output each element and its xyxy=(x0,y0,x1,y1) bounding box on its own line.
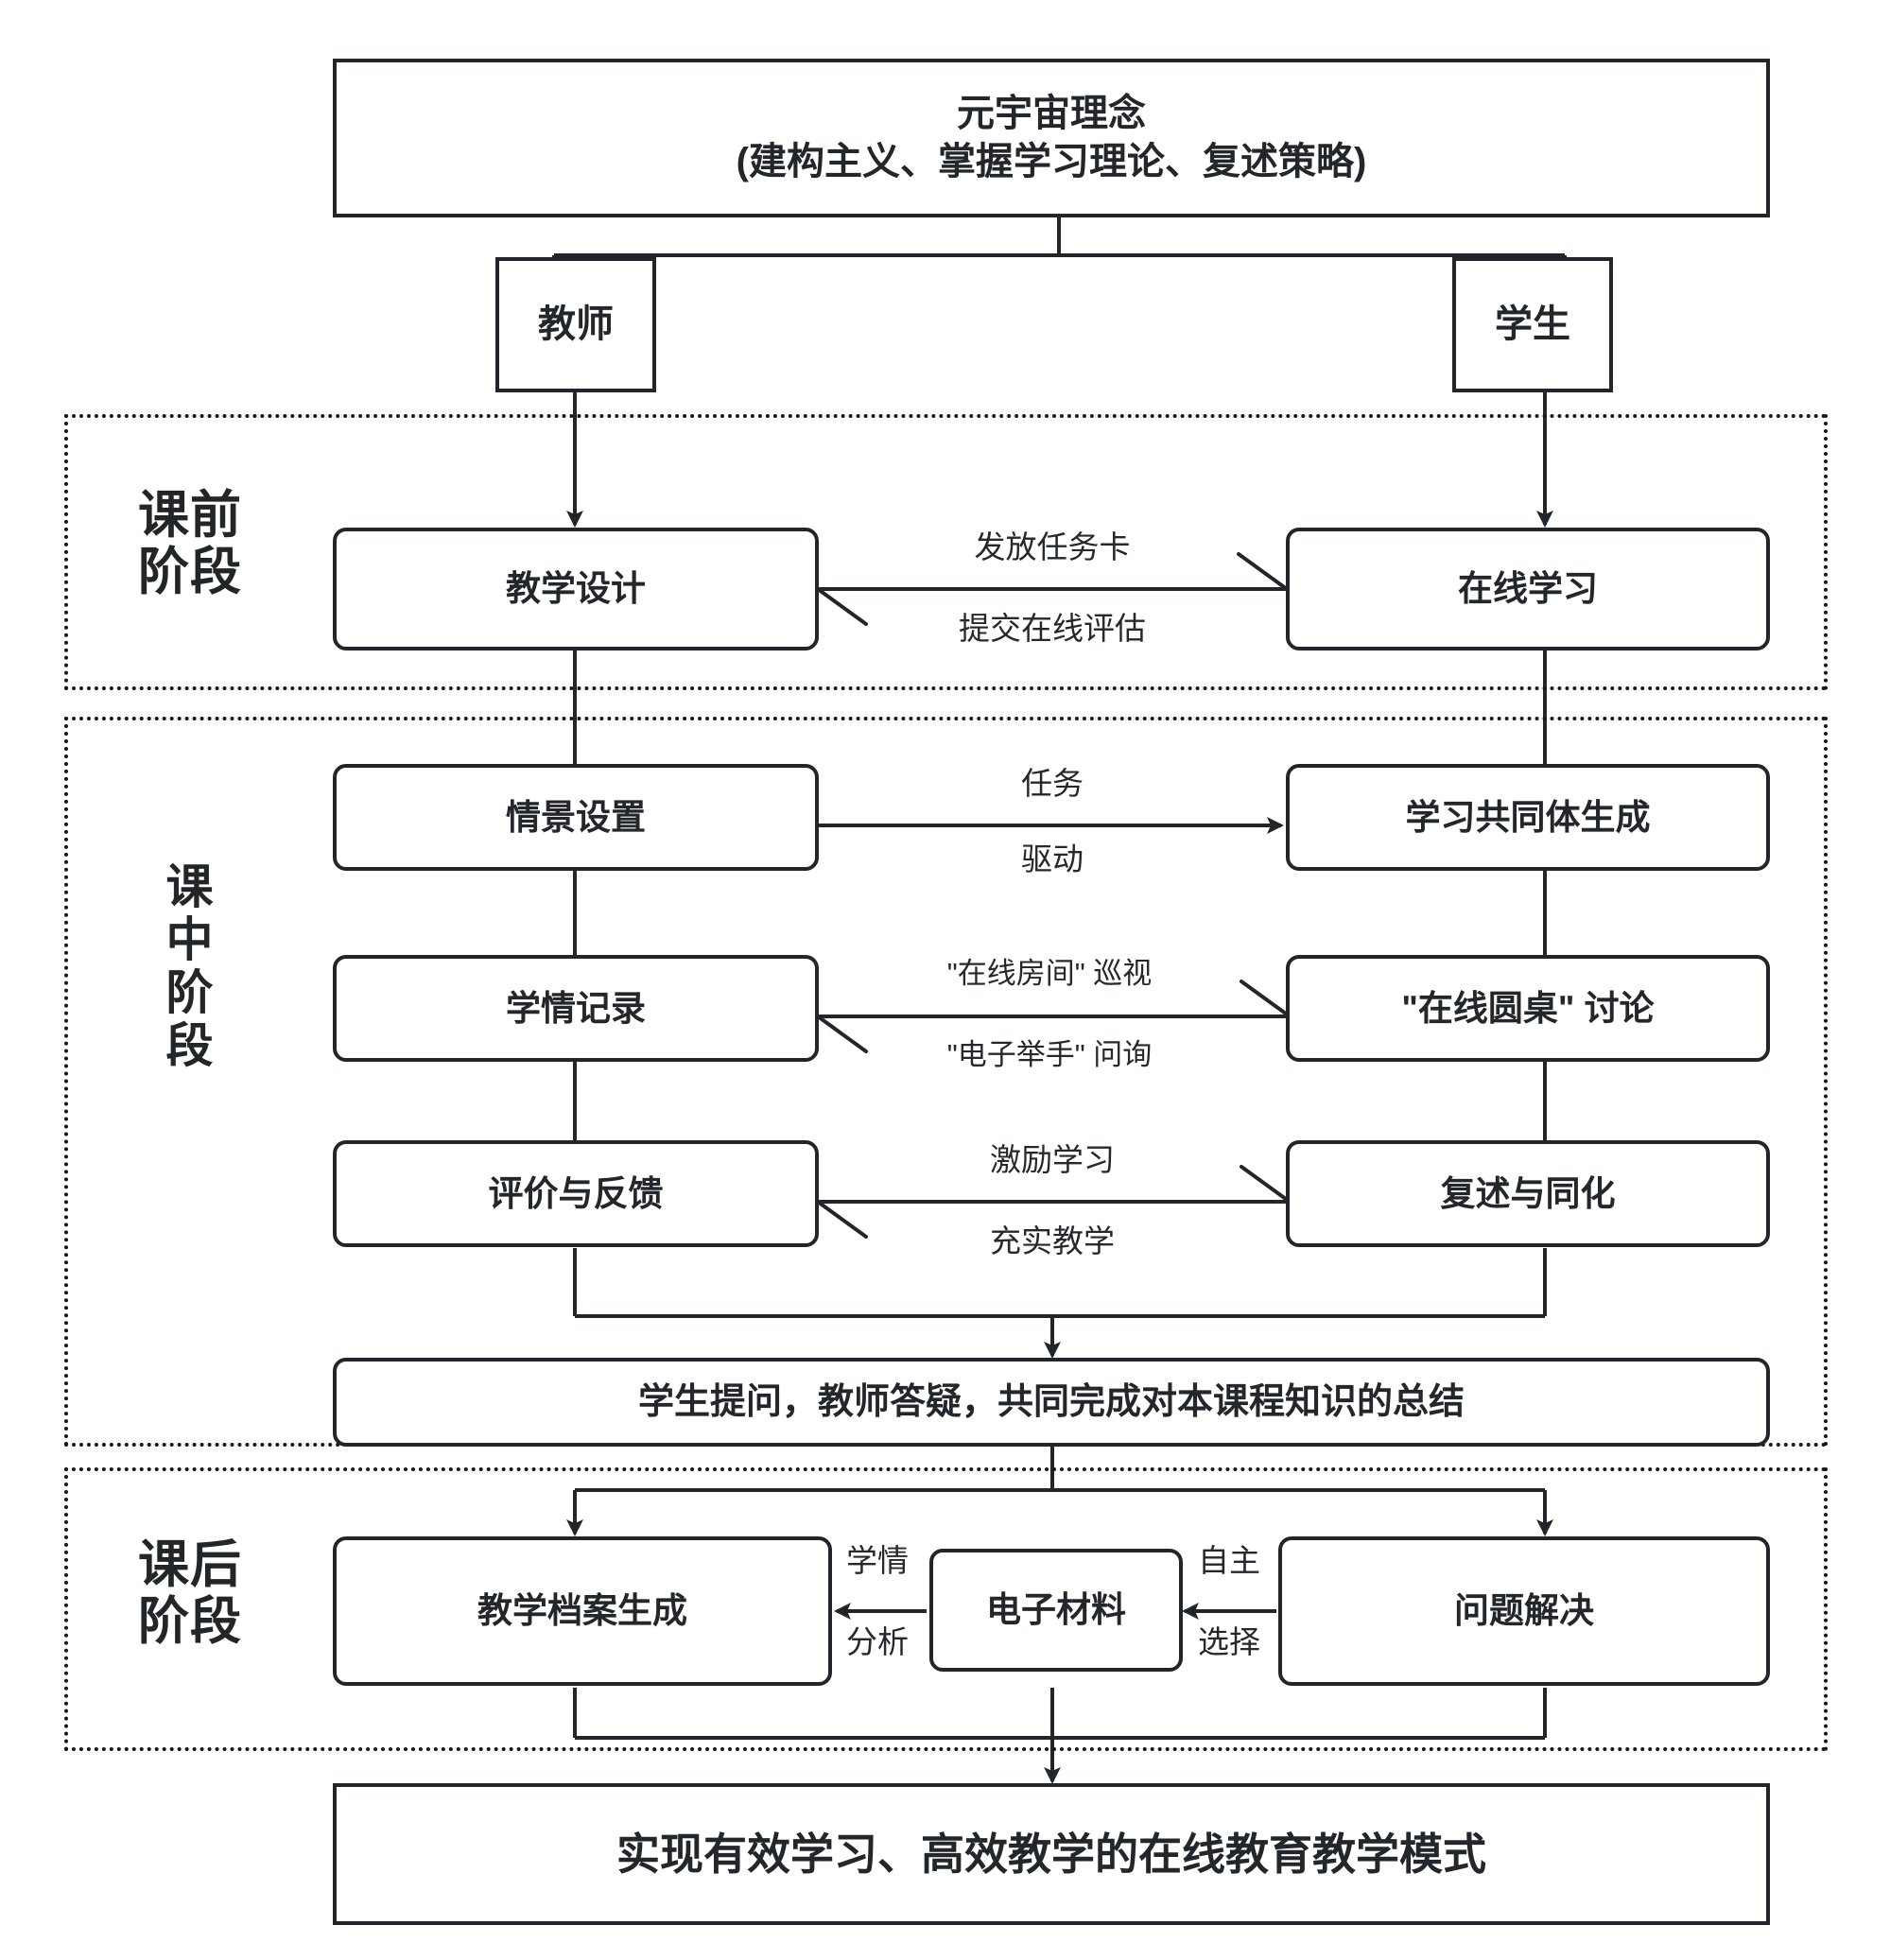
node-evaluation-feedback[interactable]: 评价与反馈 xyxy=(333,1140,819,1247)
edge-label-learning-status: 学情 xyxy=(846,1543,909,1578)
concept-box-text: 元宇宙理念 (建构主义、掌握学习理论、复述策略) xyxy=(337,90,1766,186)
edge-label-task: 任务 xyxy=(1021,766,1084,801)
node-teaching-archive-label: 教学档案生成 xyxy=(477,1591,687,1631)
node-teaching-design-label: 教学设计 xyxy=(506,569,646,609)
actor-student-label: 学生 xyxy=(1495,303,1570,345)
stage-title-post-class: 课后 阶段 xyxy=(91,1536,289,1651)
node-community-generation-label: 学习共同体生成 xyxy=(1405,797,1651,837)
edge-label-electronic-hand-raise-inquiry: "电子举手" 问询 xyxy=(946,1038,1153,1071)
stage-title-pre-class: 课前 阶段 xyxy=(91,487,289,601)
edge-label-motivate-learning: 激励学习 xyxy=(990,1142,1115,1177)
node-scene-setting-label: 情景设置 xyxy=(506,797,646,837)
edge-label-selection: 选择 xyxy=(1198,1624,1260,1659)
node-review-assimilation[interactable]: 复述与同化 xyxy=(1286,1140,1770,1247)
node-final-outcome[interactable]: 实现有效学习、高效教学的在线教育教学模式 xyxy=(333,1783,1770,1925)
node-problem-solving[interactable]: 问题解决 xyxy=(1278,1536,1770,1686)
actor-box-student[interactable]: 学生 xyxy=(1452,257,1613,392)
node-electronic-material-label: 电子材料 xyxy=(986,1590,1126,1630)
stage-title-in-class-line1: 课 xyxy=(165,860,215,913)
node-electronic-material[interactable]: 电子材料 xyxy=(929,1549,1183,1672)
node-online-learning-label: 在线学习 xyxy=(1458,569,1598,609)
edge-label-enrich-teaching: 充实教学 xyxy=(990,1223,1115,1258)
edge-label-online-room-patrol: "在线房间" 巡视 xyxy=(946,957,1153,990)
node-online-roundtable[interactable]: "在线圆桌" 讨论 xyxy=(1286,955,1770,1062)
node-community-generation[interactable]: 学习共同体生成 xyxy=(1286,764,1770,871)
concept-box-line1: 元宇宙理念 xyxy=(957,92,1146,134)
node-final-outcome-label: 实现有效学习、高效教学的在线教育教学模式 xyxy=(616,1829,1486,1879)
edge-label-autonomous: 自主 xyxy=(1198,1543,1260,1578)
stage-title-in-class: 课 中 阶 段 xyxy=(91,860,289,1072)
node-online-learning[interactable]: 在线学习 xyxy=(1286,528,1770,650)
node-summary-label: 学生提问，教师答疑，共同完成对本课程知识的总结 xyxy=(637,1381,1465,1422)
stage-title-post-class-line2: 阶段 xyxy=(138,1593,242,1651)
concept-box-line2: (建构主义、掌握学习理论、复述策略) xyxy=(736,141,1367,182)
node-online-roundtable-label: "在线圆桌" 讨论 xyxy=(1401,988,1655,1028)
edge-label-drive: 驱动 xyxy=(1021,841,1084,876)
stage-title-pre-class-line1: 课前 xyxy=(138,487,242,544)
node-evaluation-feedback-label: 评价与反馈 xyxy=(488,1173,664,1213)
node-summary[interactable]: 学生提问，教师答疑，共同完成对本课程知识的总结 xyxy=(333,1358,1770,1447)
node-teaching-design[interactable]: 教学设计 xyxy=(333,528,819,650)
node-teaching-archive[interactable]: 教学档案生成 xyxy=(333,1536,832,1686)
node-review-assimilation-label: 复述与同化 xyxy=(1440,1173,1616,1213)
concept-box-metaverse[interactable]: 元宇宙理念 (建构主义、掌握学习理论、复述策略) xyxy=(333,59,1770,217)
actor-teacher-label: 教师 xyxy=(538,303,614,345)
node-problem-solving-label: 问题解决 xyxy=(1454,1591,1594,1631)
stage-title-in-class-line4: 段 xyxy=(165,1019,215,1072)
stage-title-in-class-line2: 中 xyxy=(165,913,215,966)
stage-title-pre-class-line2: 阶段 xyxy=(138,544,242,601)
edge-label-analysis: 分析 xyxy=(846,1624,909,1659)
stage-title-post-class-line1: 课后 xyxy=(138,1536,242,1593)
node-learning-record[interactable]: 学情记录 xyxy=(333,955,819,1062)
edge-label-submit-online-assessment: 提交在线评估 xyxy=(959,611,1146,646)
edge-label-issue-task-card: 发放任务卡 xyxy=(974,529,1131,564)
node-learning-record-label: 学情记录 xyxy=(506,988,646,1028)
node-scene-setting[interactable]: 情景设置 xyxy=(333,764,819,871)
stage-title-in-class-line3: 阶 xyxy=(165,966,215,1019)
actor-box-teacher[interactable]: 教师 xyxy=(495,257,656,392)
